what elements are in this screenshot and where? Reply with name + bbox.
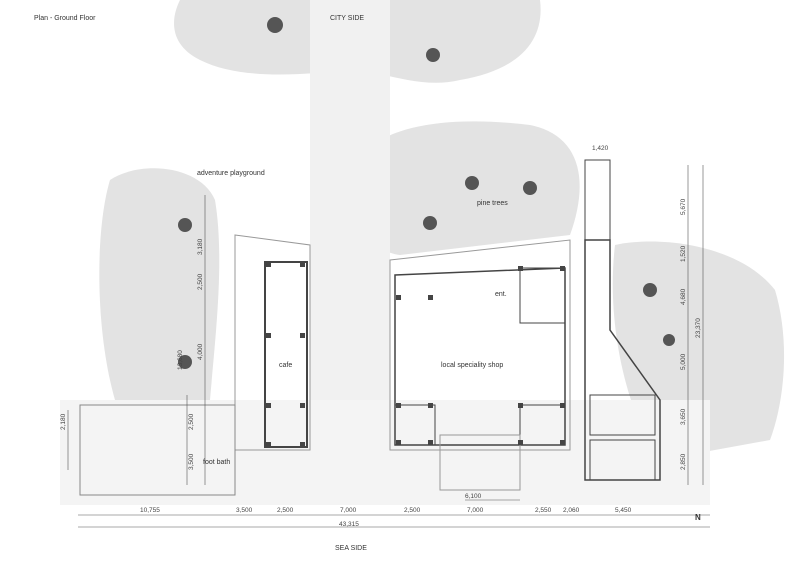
svg-text:3,650: 3,650 <box>680 408 687 425</box>
entrance-label: ent. <box>495 291 507 298</box>
svg-text:5,670: 5,670 <box>680 198 687 215</box>
dimension-lines <box>67 165 710 528</box>
north-arrow-label: N <box>695 513 701 522</box>
columns <box>266 262 565 447</box>
svg-text:2,060: 2,060 <box>563 507 580 514</box>
svg-text:5,450: 5,450 <box>615 507 632 514</box>
svg-text:3,500: 3,500 <box>188 453 195 470</box>
svg-text:13,680: 13,680 <box>177 350 184 370</box>
terrace <box>60 400 710 505</box>
svg-text:3,500: 3,500 <box>236 507 253 514</box>
building-walls <box>79 159 661 496</box>
plan-title: Plan - Ground Floor <box>34 15 96 22</box>
svg-text:2,500: 2,500 <box>404 507 421 514</box>
svg-text:3,180: 3,180 <box>197 238 204 255</box>
bottom-dimensions: 10,755 3,500 2,500 7,000 2,500 7,000 2,5… <box>140 145 632 528</box>
right-dimensions: 5,670 1,520 4,680 5,000 3,650 2,850 23,3… <box>680 198 702 470</box>
foot-bath-label: foot bath <box>203 459 230 466</box>
svg-text:10,755: 10,755 <box>140 507 160 514</box>
svg-text:1,520: 1,520 <box>680 245 687 262</box>
svg-text:4,680: 4,680 <box>680 288 687 305</box>
pine-trees-label: pine trees <box>477 200 508 207</box>
shop-label: local speciality shop <box>441 362 503 369</box>
svg-text:6,100: 6,100 <box>465 493 482 500</box>
svg-text:2,550: 2,550 <box>535 507 552 514</box>
svg-text:2,500: 2,500 <box>188 413 195 430</box>
svg-text:4,000: 4,000 <box>197 343 204 360</box>
svg-text:43,315: 43,315 <box>339 521 359 528</box>
city-side-label: CITY SIDE <box>330 15 364 22</box>
left-dimensions: 3,180 2,500 13,680 4,000 2,500 3,500 2,1… <box>60 238 204 470</box>
svg-text:7,000: 7,000 <box>340 507 357 514</box>
svg-text:7,000: 7,000 <box>467 507 484 514</box>
sea-side-label: SEA SIDE <box>335 545 367 552</box>
svg-text:5,000: 5,000 <box>680 353 687 370</box>
svg-text:2,180: 2,180 <box>60 413 67 430</box>
svg-text:2,850: 2,850 <box>680 453 687 470</box>
svg-text:23,370: 23,370 <box>695 318 702 338</box>
svg-text:2,500: 2,500 <box>277 507 294 514</box>
tree-trunks <box>178 17 675 369</box>
cafe-label: cafe <box>279 362 292 369</box>
adventure-playground-label: adventure playground <box>197 170 265 177</box>
svg-text:2,500: 2,500 <box>197 273 204 290</box>
svg-text:1,420: 1,420 <box>592 145 609 152</box>
